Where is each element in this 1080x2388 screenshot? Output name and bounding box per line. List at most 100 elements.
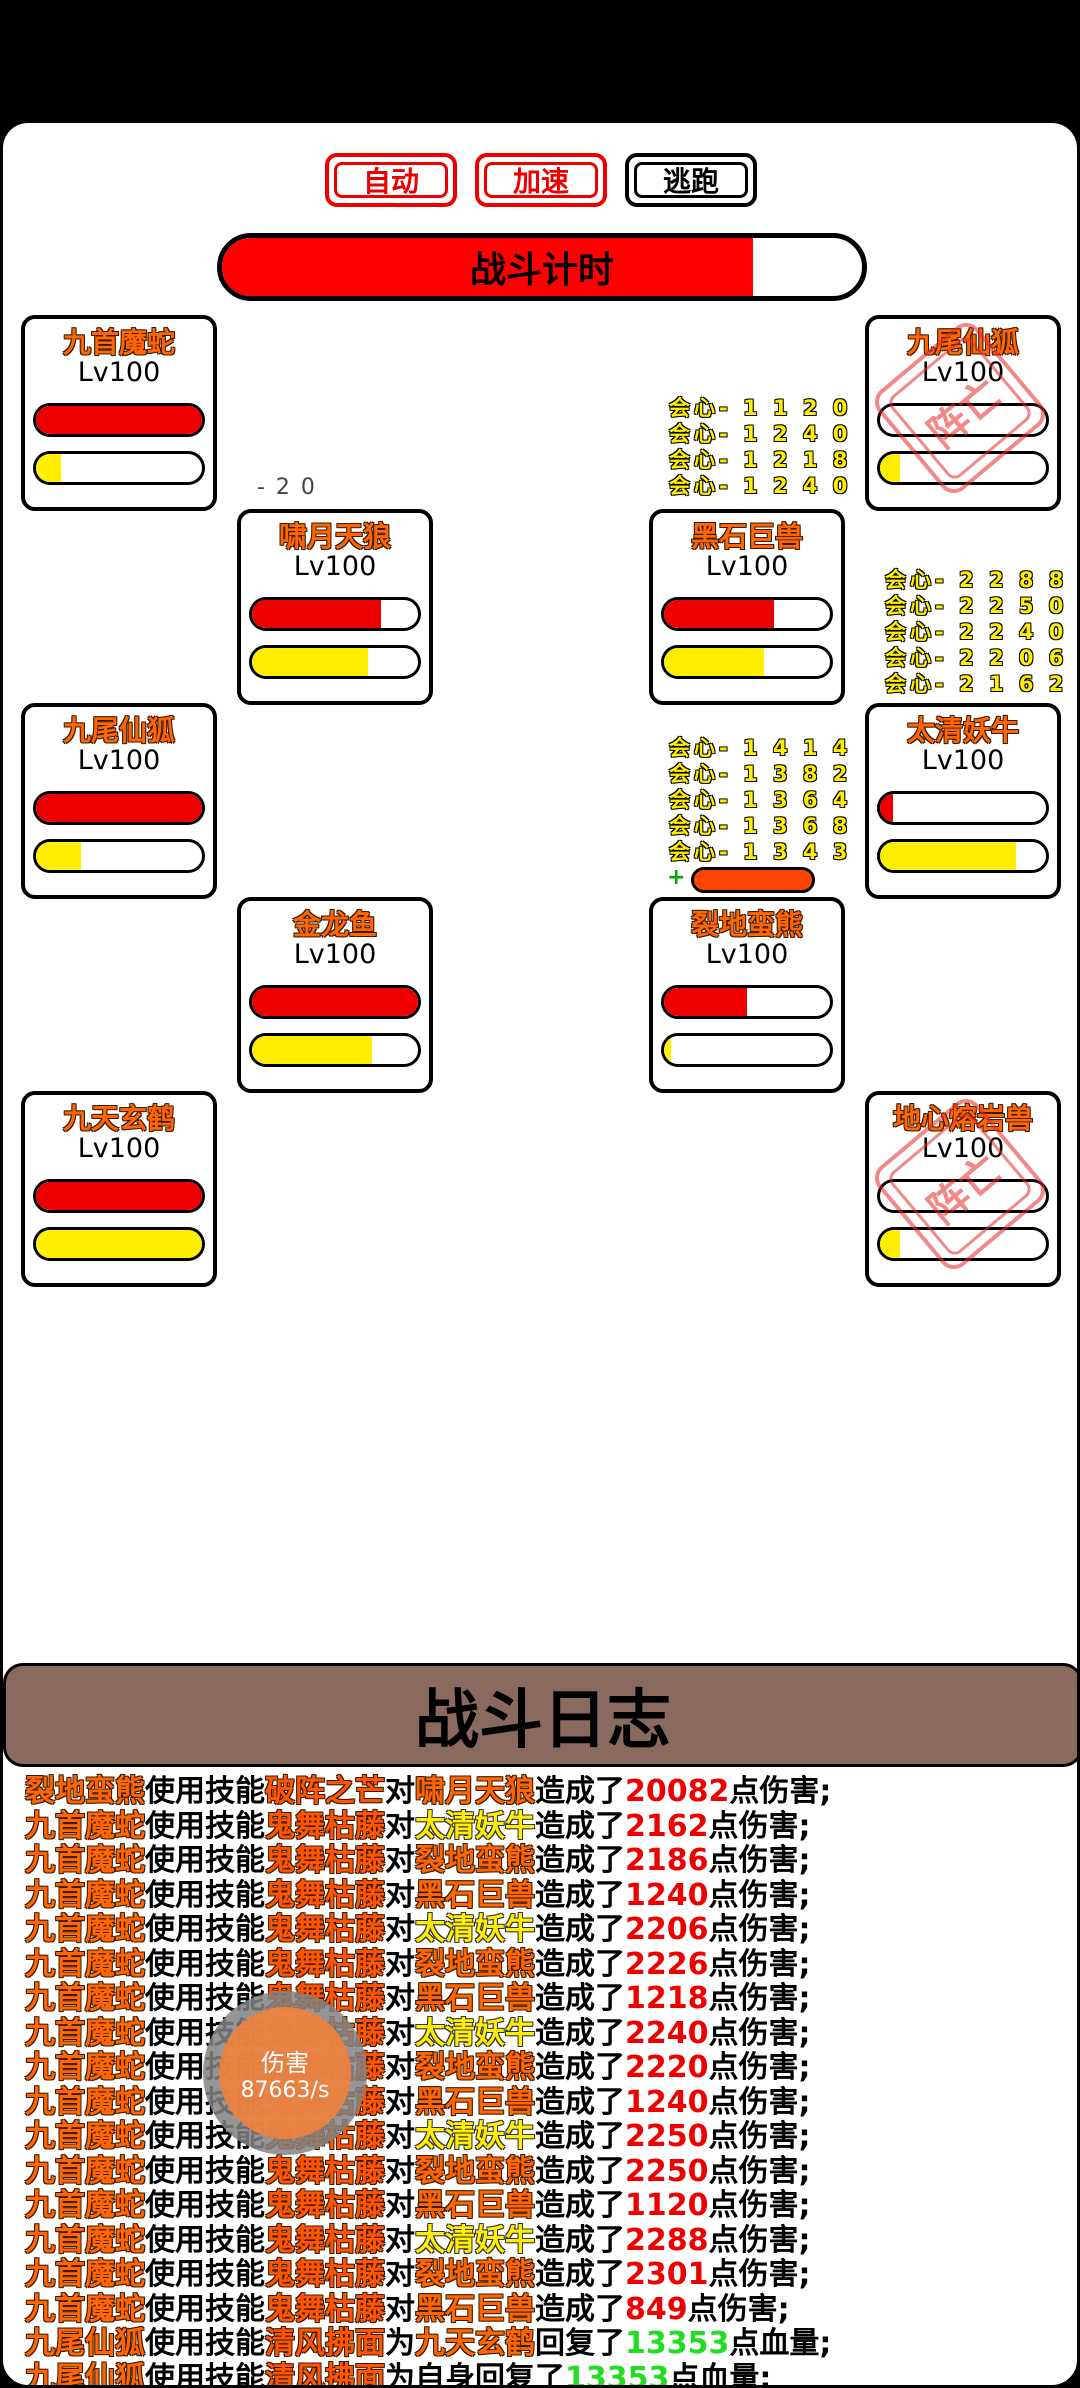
log-line: 九首魔蛇使用技能鬼舞枯藤对黑石巨兽造成了1120点伤害; bbox=[25, 2188, 1075, 2224]
log-actor: 九首魔蛇 bbox=[25, 1843, 145, 1878]
log-verb: 使用技能 bbox=[145, 1912, 265, 1947]
unit-level: Lv100 bbox=[921, 745, 1005, 776]
unit-card-right-2[interactable]: 黑石巨兽 Lv100 bbox=[649, 509, 845, 705]
log-prep: 为 bbox=[385, 2326, 415, 2361]
log-verb: 使用技能 bbox=[145, 1843, 265, 1878]
unit-name: 地心熔岩兽 bbox=[892, 1102, 1033, 1135]
log-mid: 造成了 bbox=[535, 1981, 625, 2016]
timer-fill bbox=[222, 238, 754, 296]
log-actor: 九首魔蛇 bbox=[25, 1808, 145, 1844]
log-actor: 九首魔蛇 bbox=[25, 2257, 145, 2292]
log-tail: 点伤害; bbox=[708, 2050, 811, 2085]
log-actor: 九首魔蛇 bbox=[25, 2188, 145, 2223]
log-verb: 使用技能 bbox=[145, 2153, 265, 2189]
energy-bar bbox=[33, 839, 205, 873]
log-target: 太清妖牛 bbox=[415, 2222, 535, 2258]
speed-button[interactable]: 加速 bbox=[475, 153, 607, 207]
log-tail: 点伤害; bbox=[687, 2291, 790, 2327]
log-value: 1240 bbox=[625, 1877, 709, 1913]
log-actor: 裂地蛮熊 bbox=[25, 1774, 145, 1809]
log-prep: 对 bbox=[385, 2015, 415, 2051]
log-line: 九首魔蛇使用技能鬼舞枯藤对太清妖牛造成了2162点伤害; bbox=[25, 1808, 1075, 1845]
hp-bar bbox=[661, 597, 833, 631]
unit-card-left-1[interactable]: 九首魔蛇 Lv100 bbox=[21, 315, 217, 511]
log-tail: 点伤害; bbox=[708, 2257, 811, 2292]
log-mid: 造成了 bbox=[535, 2153, 625, 2189]
energy-bar bbox=[249, 1033, 421, 1067]
battle-screen: 自动 加速 逃跑 战斗计时 九首魔蛇 Lv100 啸月天狼 Lv100 九尾仙狐… bbox=[0, 120, 1080, 2388]
log-tail: 点伤害; bbox=[708, 1912, 811, 1947]
unit-card-left-2[interactable]: 啸月天狼 Lv100 bbox=[237, 509, 433, 705]
escape-button[interactable]: 逃跑 bbox=[625, 153, 757, 207]
battle-log-list[interactable]: 裂地蛮熊使用技能破阵之芒对啸月天狼造成了20082点伤害;九首魔蛇使用技能鬼舞枯… bbox=[25, 1774, 1075, 2388]
battle-log-header: 战斗日志 bbox=[3, 1663, 1077, 1767]
log-mid: 造成了 bbox=[535, 1877, 625, 1913]
log-mid: 造成了 bbox=[535, 2257, 625, 2292]
log-tail: 点伤害; bbox=[708, 1843, 811, 1878]
unit-level: Lv100 bbox=[921, 357, 1005, 388]
log-mid: 造成了 bbox=[535, 2119, 625, 2154]
hp-bar bbox=[33, 1179, 205, 1213]
log-target: 黑石巨兽 bbox=[415, 2291, 535, 2327]
log-line: 九首魔蛇使用技能鬼舞枯藤对太清妖牛造成了2250点伤害; bbox=[25, 2119, 1075, 2155]
log-line: 九首魔蛇使用技能鬼舞枯藤对黑石巨兽造成了1240点伤害; bbox=[25, 2084, 1075, 2121]
log-prep: 对 bbox=[385, 2257, 415, 2292]
hp-bar bbox=[877, 403, 1049, 437]
log-mid: 造成了 bbox=[535, 1808, 625, 1844]
dps-value: 87663/s bbox=[240, 2078, 330, 2103]
unit-level: Lv100 bbox=[921, 1133, 1005, 1164]
log-prep: 对 bbox=[385, 1912, 415, 1947]
log-skill: 清风拂面 bbox=[265, 2326, 385, 2361]
log-skill: 鬼舞枯藤 bbox=[265, 2153, 385, 2189]
log-actor: 九首魔蛇 bbox=[25, 1912, 145, 1947]
log-tail: 点血量; bbox=[729, 2326, 832, 2361]
log-line: 九首魔蛇使用技能鬼舞枯藤对太清妖牛造成了2206点伤害; bbox=[25, 1912, 1075, 1948]
energy-bar bbox=[661, 1033, 833, 1067]
log-tail: 点伤害; bbox=[708, 2119, 811, 2154]
auto-button[interactable]: 自动 bbox=[325, 153, 457, 207]
log-value: 13353 bbox=[565, 2360, 670, 2388]
log-mid: 造成了 bbox=[535, 2050, 625, 2085]
log-line: 九尾仙狐使用技能清风拂面为自身回复了13353点血量; bbox=[25, 2360, 1075, 2388]
unit-card-left-4[interactable]: 金龙鱼 Lv100 bbox=[237, 897, 433, 1093]
log-skill: 鬼舞枯藤 bbox=[265, 1877, 385, 1913]
unit-card-right-3[interactable]: 太清妖牛 Lv100 bbox=[865, 703, 1061, 899]
log-target: 黑石巨兽 bbox=[415, 1877, 535, 1913]
log-actor: 九尾仙狐 bbox=[25, 2360, 145, 2388]
unit-card-left-3[interactable]: 九尾仙狐 Lv100 bbox=[21, 703, 217, 899]
unit-level: Lv100 bbox=[293, 551, 377, 582]
log-verb: 使用技能 bbox=[145, 2257, 265, 2292]
log-prep: 对 bbox=[385, 1774, 415, 1809]
damage-float-text: - 2 0 bbox=[257, 475, 317, 500]
log-mid: 造成了 bbox=[535, 2291, 625, 2327]
battle-timer-bar: 战斗计时 bbox=[217, 233, 867, 301]
log-prep: 为 bbox=[385, 2360, 415, 2388]
unit-card-right-1[interactable]: 九尾仙狐 Lv100 阵亡 bbox=[865, 315, 1061, 511]
log-actor: 九首魔蛇 bbox=[25, 2015, 145, 2051]
unit-card-right-4[interactable]: 裂地蛮熊 Lv100 bbox=[649, 897, 845, 1093]
log-prep: 对 bbox=[385, 1946, 415, 1982]
log-target: 黑石巨兽 bbox=[415, 2188, 535, 2223]
log-line: 九首魔蛇使用技能鬼舞枯藤对黑石巨兽造成了1240点伤害; bbox=[25, 1877, 1075, 1914]
log-skill: 鬼舞枯藤 bbox=[265, 1912, 385, 1947]
log-verb: 使用技能 bbox=[145, 1946, 265, 1982]
log-tail: 点伤害; bbox=[708, 2222, 811, 2258]
log-verb: 使用技能 bbox=[145, 2291, 265, 2327]
log-line: 九首魔蛇使用技能鬼舞枯藤对裂地蛮熊造成了2220点伤害; bbox=[25, 2050, 1075, 2086]
log-value: 13353 bbox=[625, 2326, 730, 2361]
unit-card-left-5[interactable]: 九天玄鹤 Lv100 bbox=[21, 1091, 217, 1287]
dps-meter-button[interactable]: 伤害 87663/s bbox=[203, 1991, 367, 2155]
unit-card-right-5[interactable]: 地心熔岩兽 Lv100 阵亡 bbox=[865, 1091, 1061, 1287]
battle-log-title: 战斗日志 bbox=[415, 1684, 671, 1758]
log-actor: 九首魔蛇 bbox=[25, 2084, 145, 2120]
log-line: 九首魔蛇使用技能鬼舞枯藤对裂地蛮熊造成了2301点伤害; bbox=[25, 2257, 1075, 2293]
hp-bar bbox=[877, 791, 1049, 825]
log-mid: 造成了 bbox=[535, 2222, 625, 2258]
log-line: 九首魔蛇使用技能鬼舞枯藤对裂地蛮熊造成了2250点伤害; bbox=[25, 2153, 1075, 2190]
unit-level: Lv100 bbox=[705, 551, 789, 582]
log-skill: 鬼舞枯藤 bbox=[265, 2188, 385, 2223]
log-target: 太清妖牛 bbox=[415, 1912, 535, 1947]
